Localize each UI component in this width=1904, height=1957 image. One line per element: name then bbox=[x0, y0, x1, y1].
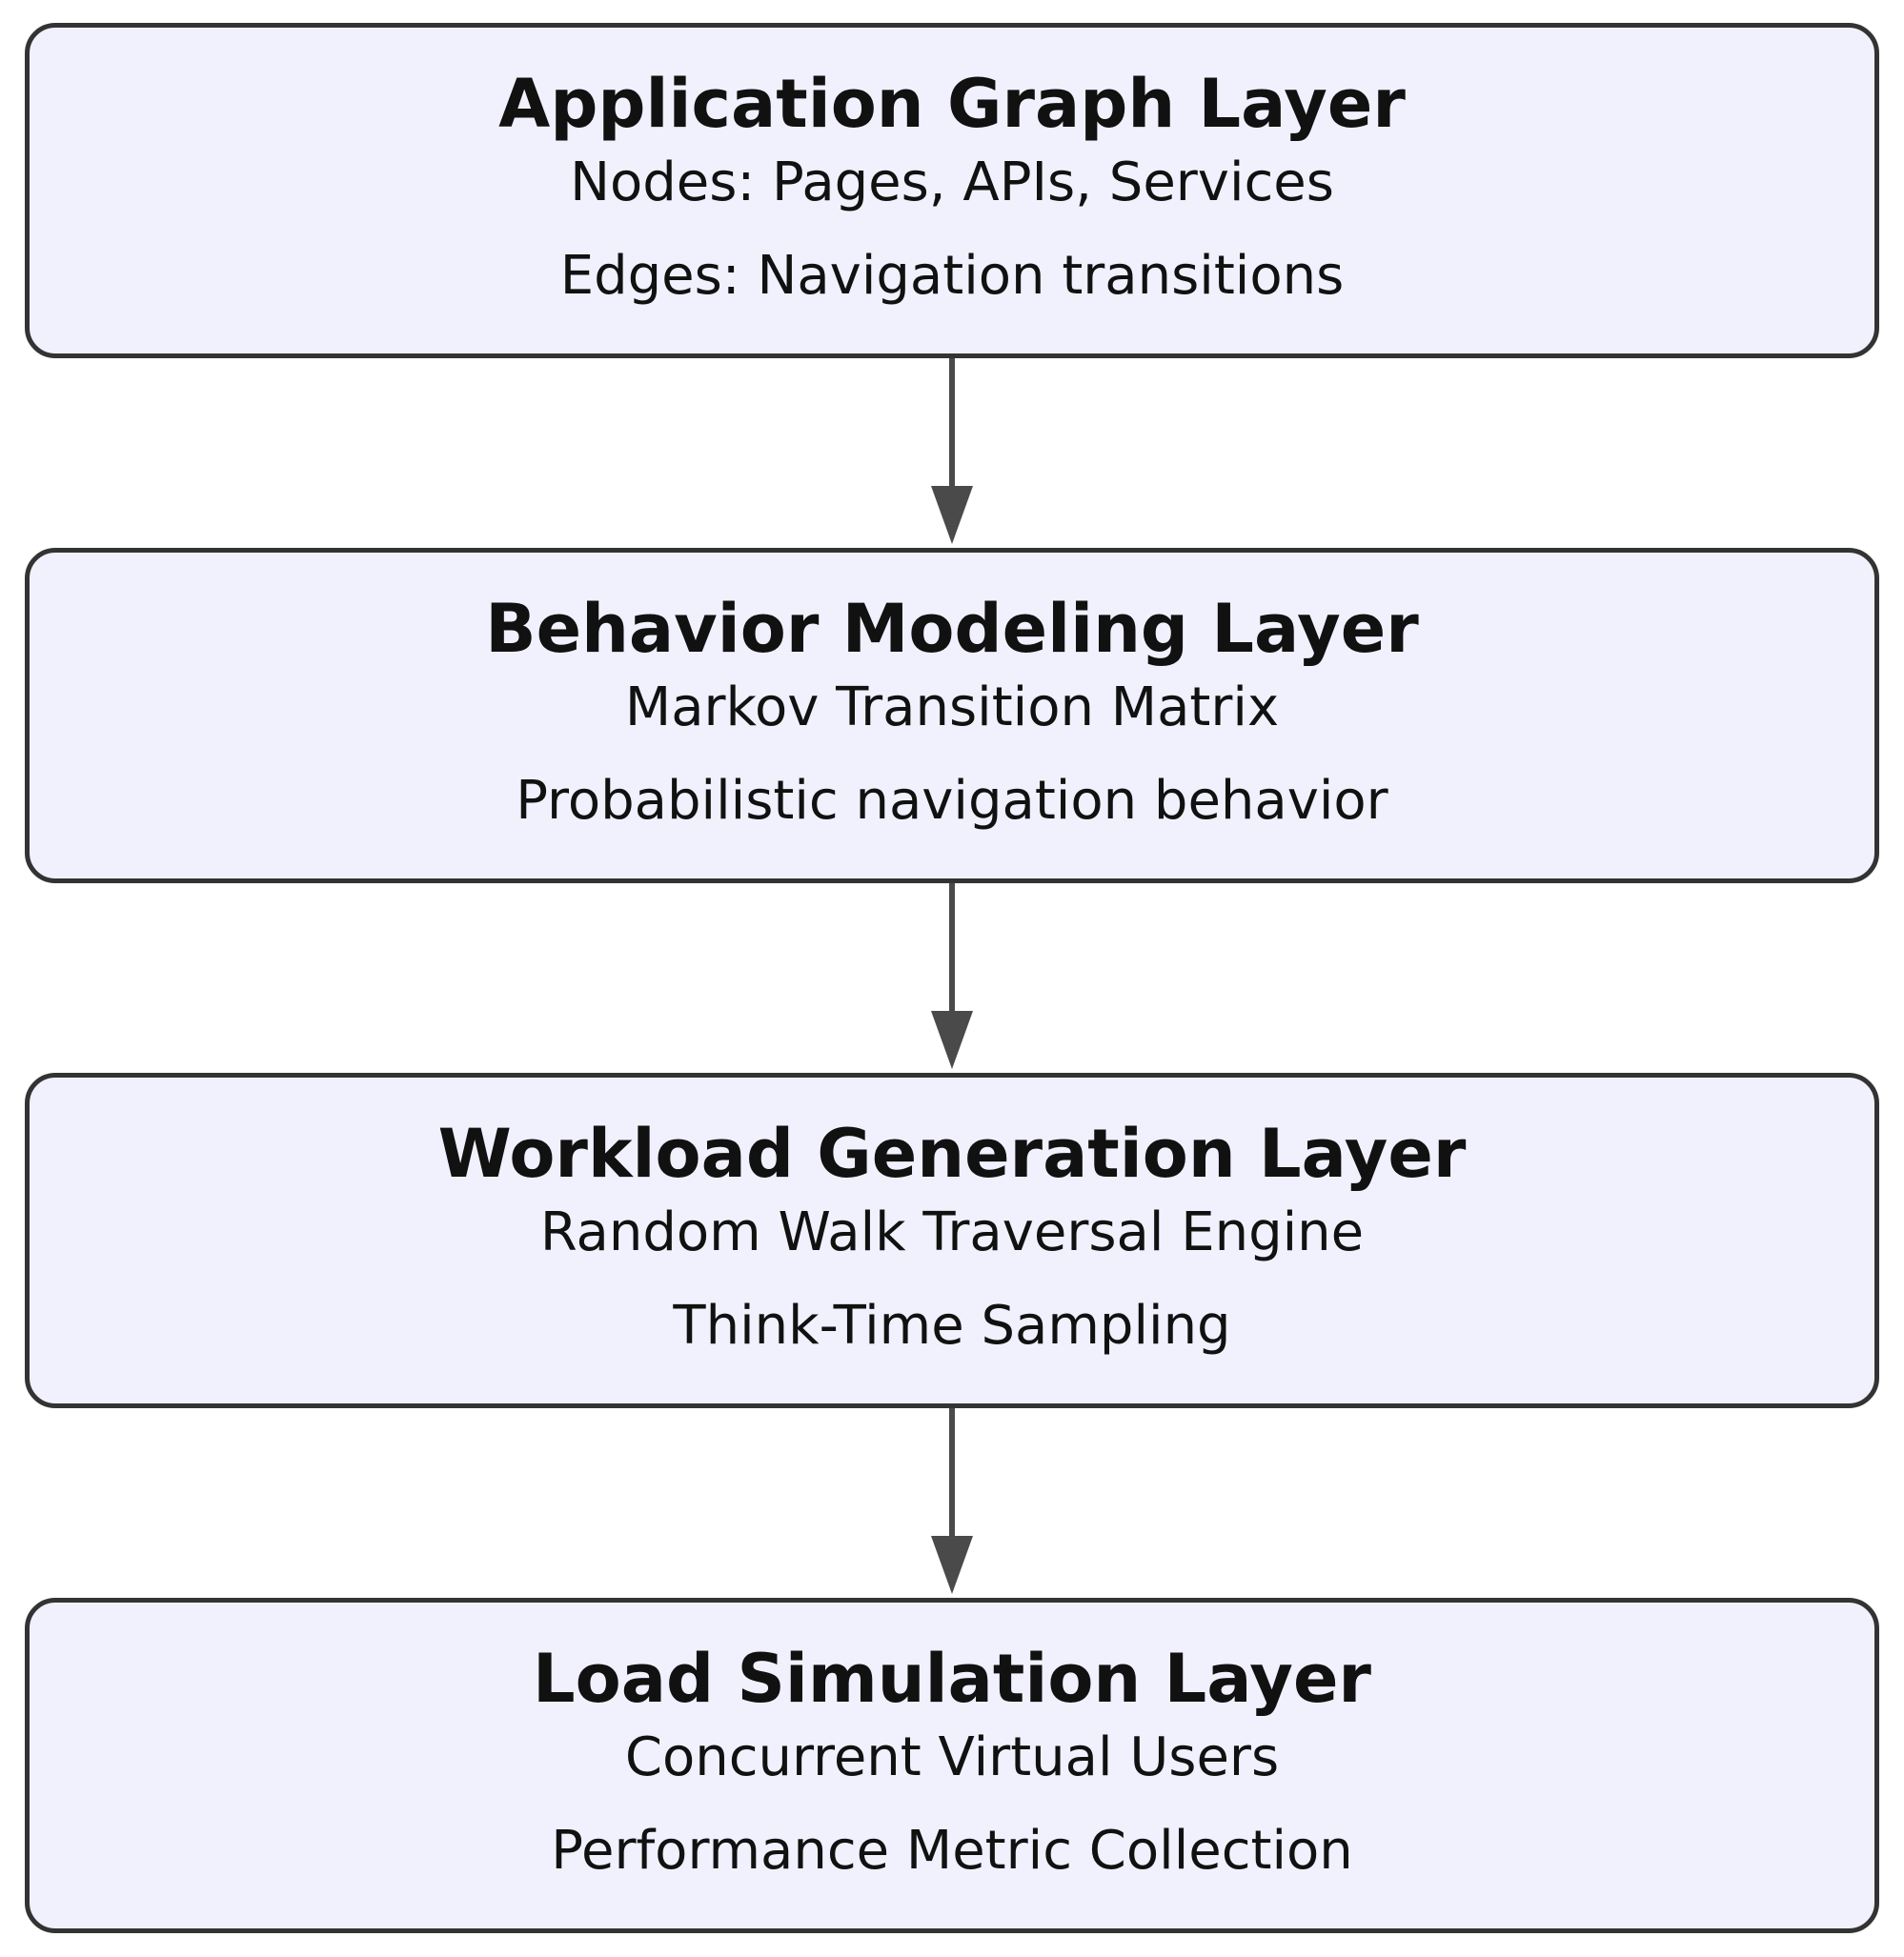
layer-title: Load Simulation Layer bbox=[533, 1640, 1371, 1718]
layer-title: Application Graph Layer bbox=[498, 65, 1406, 143]
load-simulation-layer-box: Load Simulation Layer Concurrent Virtual… bbox=[25, 1598, 1879, 1933]
layer-detail: Random Walk Traversal Engine bbox=[539, 1201, 1365, 1263]
layer-detail: Probabilistic navigation behavior bbox=[516, 770, 1388, 832]
layer-detail: Concurrent Virtual Users bbox=[624, 1726, 1280, 1788]
layer-detail: Performance Metric Collection bbox=[551, 1820, 1353, 1882]
layer-detail: Markov Transition Matrix bbox=[624, 676, 1280, 738]
arrow-application-to-behavior bbox=[931, 358, 973, 544]
behavior-modeling-layer-box: Behavior Modeling Layer Markov Transitio… bbox=[25, 548, 1879, 883]
arrow-workload-to-load bbox=[931, 1408, 973, 1594]
layer-detail: Edges: Navigation transitions bbox=[559, 245, 1345, 307]
application-graph-layer-box: Application Graph Layer Nodes: Pages, AP… bbox=[25, 23, 1879, 358]
workload-generation-layer-box: Workload Generation Layer Random Walk Tr… bbox=[25, 1073, 1879, 1408]
layer-title: Workload Generation Layer bbox=[437, 1115, 1467, 1193]
layer-detail: Think-Time Sampling bbox=[673, 1295, 1231, 1357]
arrow-behavior-to-workload bbox=[931, 883, 973, 1069]
layer-title: Behavior Modeling Layer bbox=[485, 590, 1419, 668]
layer-detail: Nodes: Pages, APIs, Services bbox=[570, 151, 1334, 213]
